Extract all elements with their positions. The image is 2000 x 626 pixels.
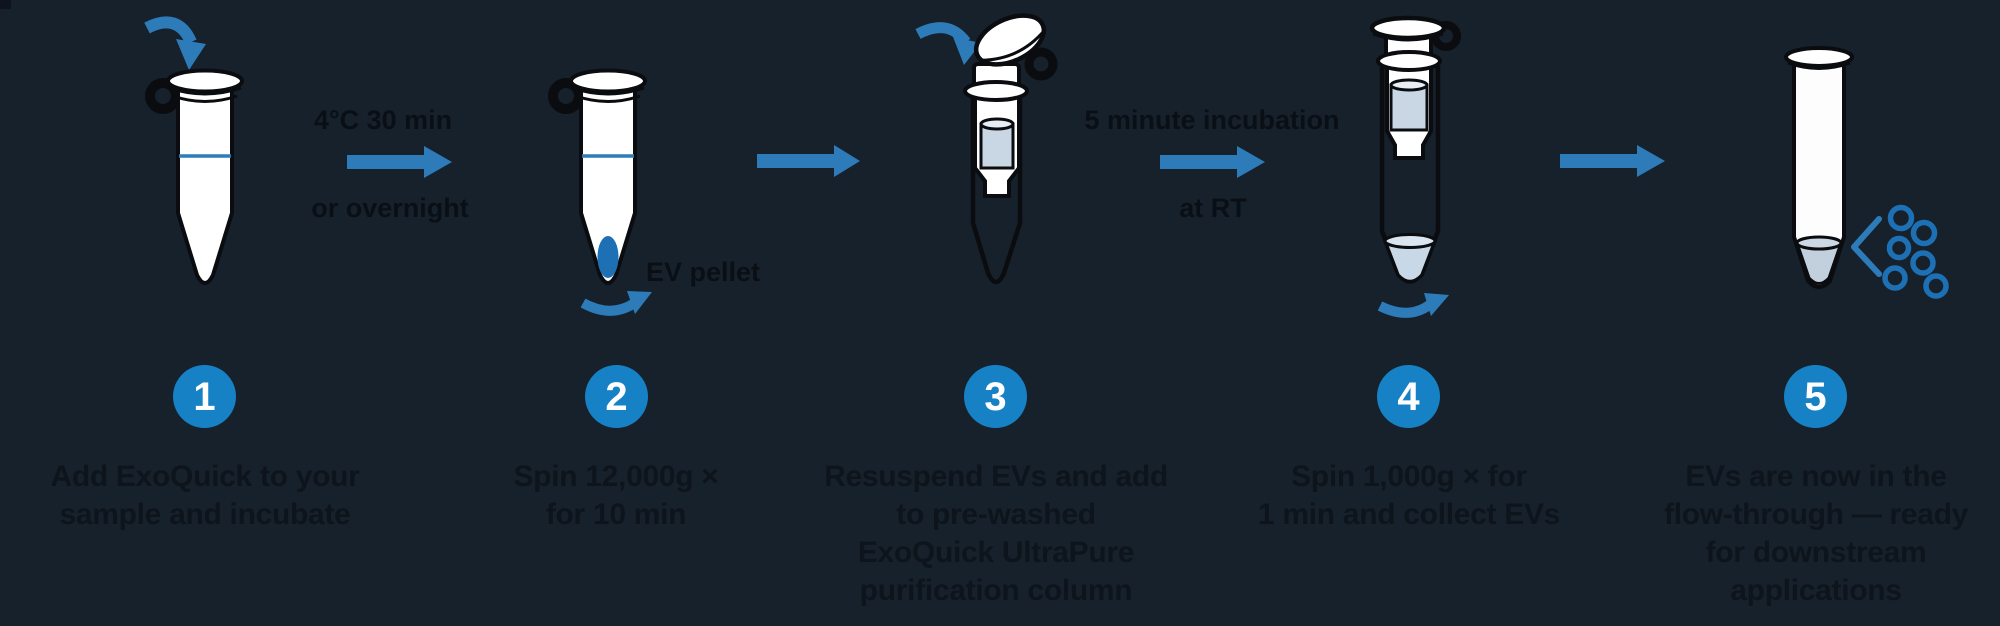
pour-arrow-icon	[915, 22, 971, 46]
caption-line: sample and incubate	[59, 498, 351, 531]
spin-arrow-icon	[1377, 298, 1436, 318]
flow-through-liquid-icon	[1382, 239, 1438, 284]
caption-line: Spin 1,000g × for	[1291, 460, 1527, 493]
corner-artifact	[0, 0, 11, 9]
step5-caption: EVs are now in the flow-through — ready …	[1596, 458, 2000, 610]
step1-number-badge: 1	[173, 365, 236, 428]
step5-number-badge: 5	[1784, 365, 1847, 428]
step4-caption: Spin 1,000g × for 1 min and collect EVs	[1189, 458, 1629, 534]
right-arrow-icon	[757, 145, 860, 177]
ev-vesicles-icon	[1882, 204, 1949, 299]
step2-figure: EV pellet	[553, 71, 760, 316]
column-filter-icon	[1389, 83, 1429, 132]
caption-line: applications	[1730, 574, 1902, 607]
filter-top-icon	[1389, 78, 1429, 92]
pour-arrow-icon	[144, 16, 197, 45]
step5-figure	[1784, 46, 1949, 299]
step3-caption: Resuspend EVs and add to pre-washed ExoQ…	[776, 458, 1216, 610]
spin-arrow-icon	[580, 297, 639, 316]
caption-line: for 10 min	[545, 498, 687, 531]
caption-line: purification column	[859, 574, 1133, 607]
closed-cap-icon	[1369, 15, 1447, 41]
step2-number-badge: 2	[585, 365, 648, 428]
column-flange-icon	[1376, 50, 1442, 72]
caption-line: 1 min and collect EVs	[1257, 498, 1561, 531]
step-number: 4	[1397, 374, 1420, 419]
step4-figure	[1369, 15, 1461, 318]
spin-arrowhead-icon	[627, 291, 652, 314]
cap-edge-line	[1372, 32, 1444, 42]
tube-rim-line	[1787, 61, 1851, 70]
caption-line: Spin 12,000g ×	[513, 460, 719, 493]
transition3: 5 minute incubation at RT	[1084, 105, 1339, 223]
caption-line: for downstream	[1705, 536, 1927, 569]
step-number: 1	[193, 374, 216, 419]
cap-hinge-icon	[1024, 47, 1058, 81]
tube-rim	[1784, 46, 1854, 68]
caption-line: ExoQuick UltraPure	[857, 536, 1135, 569]
outer-tube-icon	[970, 96, 1023, 285]
caption-line: flow-through — ready	[1664, 498, 1968, 531]
filter-top-icon	[979, 117, 1015, 131]
caption-line: EVs are now in the	[1685, 460, 1947, 493]
step1-caption: Add ExoQuick to your sample and incubate	[0, 458, 425, 534]
step3-figure	[915, 13, 1058, 285]
right-arrow-icon	[1560, 145, 1665, 177]
step3-number-badge: 3	[964, 365, 1027, 428]
step-number: 5	[1804, 374, 1827, 419]
pour-arrowhead-icon	[176, 39, 206, 70]
spin-arrowhead-icon	[1424, 293, 1449, 316]
open-cap-icon	[973, 13, 1047, 67]
right-arrow-icon	[347, 146, 452, 178]
incubation-time-label: 4°C 30 min	[314, 105, 452, 135]
incubation-alt-label: or overnight	[311, 193, 469, 223]
right-arrow-icon	[1160, 146, 1265, 178]
caption-line: to pre-washed	[896, 498, 1096, 531]
flow-through-liquid-icon	[1794, 241, 1844, 285]
step-number: 3	[984, 374, 1007, 419]
chevron-left-icon	[1851, 216, 1882, 277]
incubation-temp-label: at RT	[1179, 193, 1247, 223]
step-number: 2	[605, 374, 628, 419]
ev-pellet-icon	[597, 236, 619, 278]
caption-line: Add ExoQuick to your	[50, 460, 360, 493]
liquid-surface-icon	[1383, 233, 1437, 249]
caption-line: Resuspend EVs and add	[824, 460, 1168, 493]
incubation-time-label: 5 minute incubation	[1084, 105, 1339, 135]
step1-figure	[144, 16, 242, 284]
ev-pellet-label: EV pellet	[646, 257, 760, 287]
transition1: 4°C 30 min or overnight	[311, 105, 469, 223]
pour-arrowhead-icon	[953, 37, 981, 65]
step4-number-badge: 4	[1377, 365, 1440, 428]
protocol-figures: 4°C 30 min or overnight EV pellet	[144, 13, 1949, 318]
column-filter-icon	[979, 122, 1015, 170]
sample-tube-icon	[150, 71, 242, 284]
step2-caption: Spin 12,000g × for 10 min	[396, 458, 836, 534]
liquid-surface-icon	[1795, 235, 1843, 251]
column-flange-icon	[963, 80, 1029, 102]
